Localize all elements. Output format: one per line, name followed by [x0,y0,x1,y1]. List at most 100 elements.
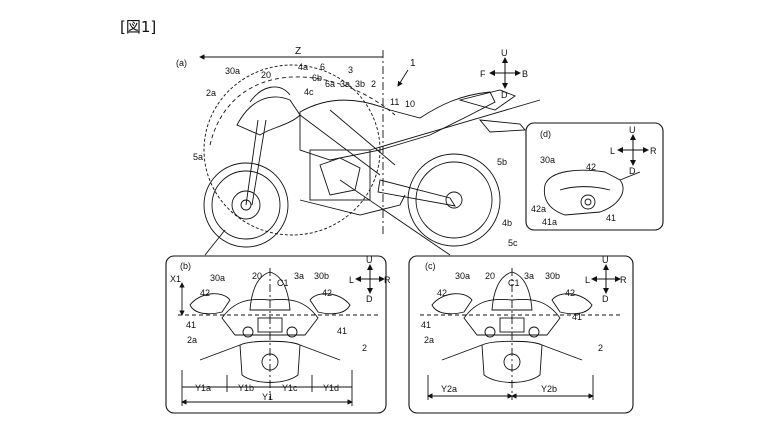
label-10: 10 [405,99,415,109]
tail-section [458,89,516,111]
b-dim-y1b: Y1b [238,383,254,393]
label-30a: 30a [225,66,240,76]
b-dim-y1: Y1 [262,392,273,402]
frame-spar-2 [329,109,396,166]
b-dim-y1a: Y1a [195,383,211,393]
figure-title: [図1] [120,18,157,36]
b-dim-y1c: Y1c [282,383,298,393]
label-3: 3 [348,65,353,75]
label-4c: 4c [304,87,314,97]
axis-up-label: U [501,48,508,58]
panel-b-id: (b) [180,261,191,271]
turn-signal-lens [580,194,596,210]
rear-fender [478,119,526,133]
label-5a: 5a [193,152,203,162]
b-label-41-left: 41 [186,320,196,330]
c-right-mirror [551,293,593,315]
d-axis-up: U [629,125,636,135]
b-axis-down: D [366,294,373,304]
c-axis-left: L [585,275,590,285]
c-label-41-right: 41 [572,312,582,322]
b-label-30b: 30b [314,271,329,281]
c-axis-down: D [602,294,609,304]
label-2: 2 [371,79,376,89]
windscreen [249,86,291,103]
label-2a: 2a [206,88,216,98]
b-axis-left: L [349,275,354,285]
panel-d-axes: U D L R [610,125,657,176]
front-brake-disc [231,190,261,220]
b-label-c1: C1 [277,278,289,288]
b-fuel-cap [261,353,279,371]
d-label-42a: 42a [531,204,546,214]
d-label-41: 41 [606,213,616,223]
label-6a: 6a [325,79,335,89]
b-label-42-right: 42 [322,288,332,298]
front-wheel-hub [240,199,252,211]
c-dim-y2a: Y2a [441,384,457,394]
axis-down-label: D [501,90,508,100]
label-6: 6 [320,62,325,72]
front-fork-left [245,119,259,206]
c-fuel-cap [503,353,521,371]
label-3b: 3b [355,79,365,89]
c-right-handlebar [541,344,583,361]
silhouette-dashed [209,76,396,146]
panel-b-front-view [165,255,387,414]
c-label-30b: 30b [545,271,560,281]
engine-block [309,149,371,201]
d-axis-left: L [610,146,615,156]
front-wheel-tire [203,162,289,248]
c-left-handlebar [441,344,483,361]
b-windscreen [249,271,291,311]
label-4a: 4a [298,62,308,72]
leader-to-panel-c [339,179,451,256]
c-label-c1: C1 [508,278,520,288]
b-left-handlebar [199,344,241,361]
panel-c-axes: U D L R [585,255,627,304]
d-axis-down: D [629,166,636,176]
front-fork-right [251,119,267,206]
dimension-z-label: Z [295,46,301,57]
panel-c-frame [408,255,634,414]
d-axis-right: R [650,146,657,156]
b-instrument-cluster [257,317,283,333]
b-right-headlight [286,326,298,338]
panel-d-mirror-detail [525,122,664,231]
b-label-2a: 2a [187,335,197,345]
b-label-20: 20 [252,271,262,281]
c-label-3a: 3a [524,271,534,281]
panel-a-id: (a) [176,58,187,68]
panel-b-axes: U D L R [349,255,391,304]
label-5b: 5b [497,157,507,167]
rear-wheel-rim [415,161,493,239]
mirror-edge [559,186,611,191]
engine-detail [319,157,361,196]
panel-c-front-view [408,255,634,414]
front-fairing [236,96,301,136]
label-3a: 3a [340,79,350,89]
b-label-41-right: 41 [337,326,347,336]
c-dim-y2b: Y2b [541,384,557,394]
c-right-headlight [528,326,540,338]
axis-front-label: F [480,69,486,79]
c-label-41-left: 41 [421,320,431,330]
c-label-2a: 2a [424,335,434,345]
b-dim-y1d: Y1d [323,383,339,393]
b-right-handlebar [299,344,341,361]
panel-b-frame [165,255,387,414]
c-instrument-cluster [499,317,525,333]
c-axis-right: R [620,275,627,285]
panel-a-side-view: (a) Z 1 [176,46,541,256]
d-label-41a: 41a [542,217,557,227]
leader-to-panel-d [369,99,541,151]
c-windscreen [491,271,533,311]
ref-1-arrow [397,69,409,87]
b-axis-up: U [366,255,373,265]
axis-back-label: B [522,69,528,79]
exhaust-underbody [299,194,406,216]
b-label-42-left: 42 [200,288,210,298]
leader-to-panel-b [204,229,226,256]
c-fuel-tank [481,340,543,383]
